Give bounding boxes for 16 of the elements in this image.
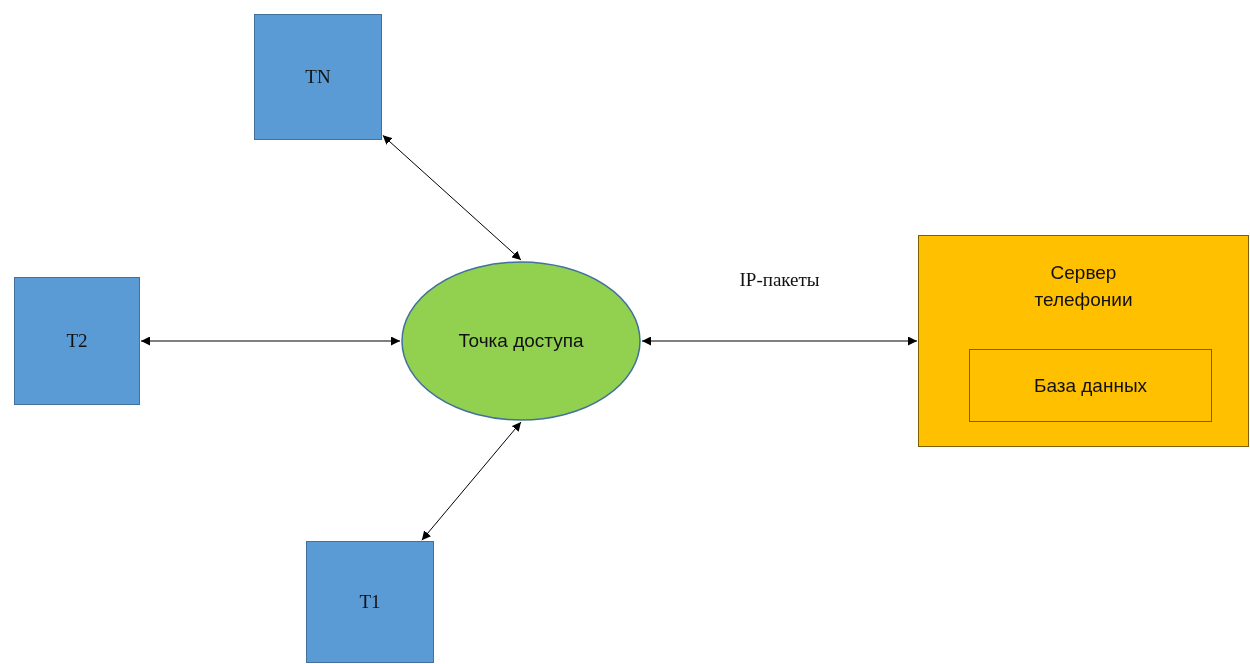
terminal-box [254,14,382,140]
node-label: TN [305,66,331,88]
terminal-box [14,277,140,405]
node-label: T1 [359,591,381,613]
access-point-ellipse [401,261,641,421]
node-label: Точка доступа [458,330,584,352]
double-arrow [140,336,401,346]
database-box [969,349,1212,422]
double-arrow [382,134,522,261]
double-arrow [641,336,918,346]
server-title: Сервер телефонии [1033,261,1134,312]
node-label: T2 [66,330,88,352]
terminal-box [306,541,434,663]
server-box [918,235,1249,447]
double-arrow [421,421,522,541]
node-label: База данных [1033,374,1148,397]
